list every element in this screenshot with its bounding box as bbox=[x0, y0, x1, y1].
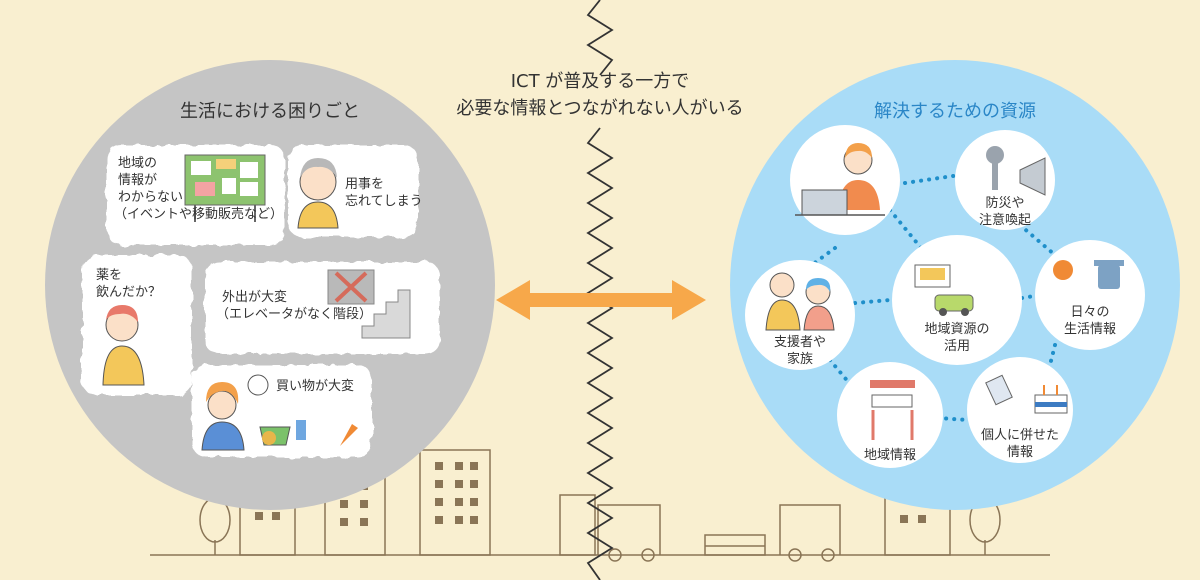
node-daily-life-line1: 日々の bbox=[1070, 305, 1110, 320]
birthday-cake-icon bbox=[985, 374, 1068, 414]
problem-going-out-line1: 外出が大変 bbox=[222, 290, 288, 305]
node-daily-life-text: 日々の 生活情報 bbox=[1045, 305, 1135, 339]
node-personal-line1: 個人に併せた bbox=[980, 428, 1059, 443]
problem-medicine-line2: 飲んだか？ bbox=[96, 284, 162, 300]
problem-local-info-line2: 情報が bbox=[118, 172, 158, 188]
problem-local-info-line4: （イベントや移動販売など） bbox=[114, 206, 284, 222]
node-disaster-line2: 注意喚起 bbox=[978, 212, 1031, 228]
man-holding-pill-icon bbox=[102, 305, 145, 386]
shopper-icon bbox=[201, 374, 358, 451]
problem-shopping-line1: 買い物が大変 bbox=[276, 379, 355, 394]
node-daily-life-line2: 生活情報 bbox=[1063, 321, 1116, 337]
node-resources-line1: 地域資源の bbox=[924, 322, 990, 337]
problem-forget-line1: 用事を bbox=[345, 177, 385, 192]
problem-local-info-text: 地域の 情報が わからない （イベントや移動販売など） bbox=[114, 156, 283, 224]
node-resources-text: 地域資源の 活用 bbox=[907, 322, 1007, 356]
node-personal-text: 個人に併せた 情報 bbox=[975, 428, 1065, 462]
zigzag-divider-icon-lower bbox=[586, 127, 614, 580]
headline-line2: 必要な情報とつながれない人がいる bbox=[456, 98, 744, 119]
node-disaster-line1: 防災や bbox=[985, 196, 1025, 211]
problem-shopping-text: 買い物が大変 bbox=[276, 379, 354, 396]
node-local-info-line1: 地域情報 bbox=[863, 448, 916, 463]
node-family-line2: 家族 bbox=[786, 351, 813, 367]
problems-title: 生活における困りごと bbox=[180, 101, 360, 122]
town-vehicles-icon bbox=[914, 264, 974, 316]
resources-title: 解決するための資源 bbox=[874, 101, 1036, 122]
problem-medicine-text: 薬を 飲んだか？ bbox=[96, 268, 161, 302]
problem-medicine-line1: 薬を bbox=[96, 268, 123, 283]
stairs-icon bbox=[327, 269, 411, 339]
elderly-woman-icon bbox=[297, 158, 339, 229]
zigzag-divider-icon bbox=[586, 0, 614, 76]
node-disaster-text: 防災や 注意喚起 bbox=[960, 196, 1050, 230]
problem-going-out-line2: （エレベータがなく階段） bbox=[216, 306, 373, 322]
problem-forget-line2: 忘れてしまう bbox=[345, 193, 423, 209]
family-icon bbox=[765, 272, 835, 331]
node-local-info-text: 地域情報 bbox=[850, 448, 930, 465]
weather-garbage-icon bbox=[1053, 260, 1124, 289]
problem-local-info-line1: 地域の bbox=[118, 156, 158, 171]
node-family-text: 支援者や 家族 bbox=[760, 335, 840, 369]
problem-local-info-line3: わからない bbox=[118, 189, 184, 205]
speaker-icon bbox=[986, 146, 1046, 196]
node-family-line1: 支援者や bbox=[773, 335, 826, 350]
double-arrow-icon bbox=[496, 280, 706, 320]
bulletin-board-icon bbox=[184, 154, 266, 222]
festival-stall-icon bbox=[870, 380, 915, 440]
problem-forget-text: 用事を 忘れてしまう bbox=[345, 177, 423, 211]
problem-going-out-text: 外出が大変 （エレベータがなく階段） bbox=[216, 290, 372, 324]
headline-line1: ICT が普及する一方で bbox=[510, 71, 690, 92]
node-resources-line2: 活用 bbox=[943, 338, 970, 354]
computer-worker-icon bbox=[795, 143, 885, 216]
node-personal-line2: 情報 bbox=[1006, 444, 1033, 460]
